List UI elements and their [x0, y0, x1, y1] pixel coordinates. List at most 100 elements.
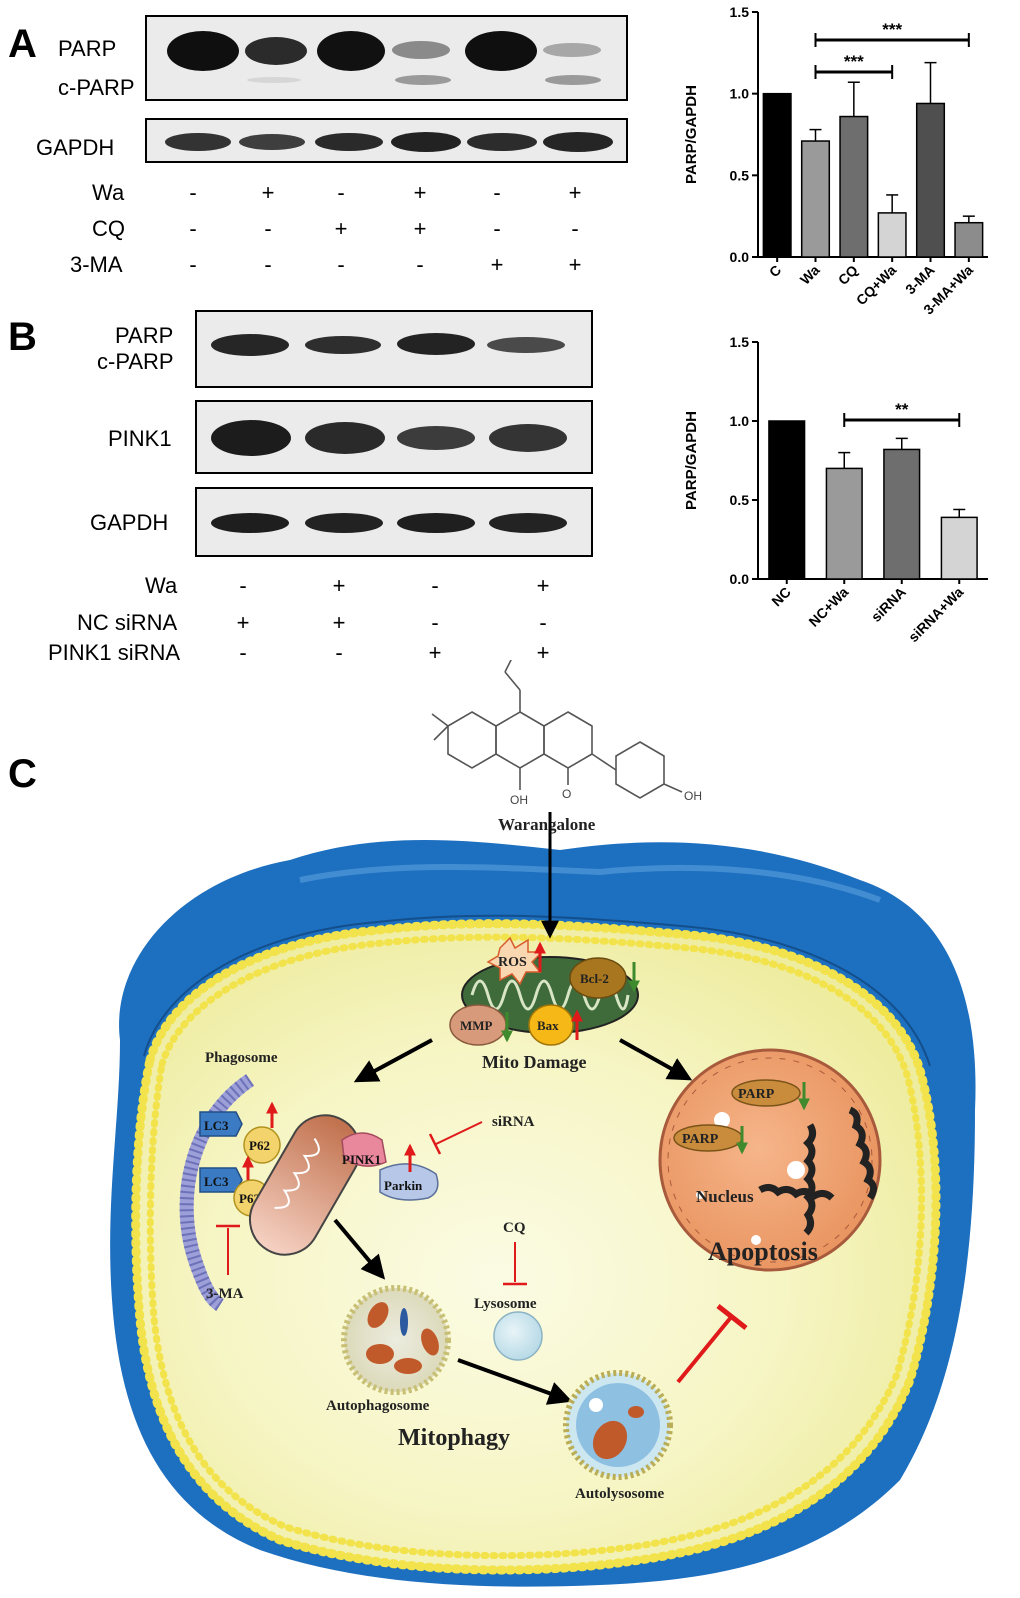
bar	[915, 102, 946, 258]
sign-b-wa-3: -	[431, 573, 439, 598]
sign-a-cq-1: -	[189, 216, 197, 241]
warangalone-label: Warangalone	[498, 815, 596, 834]
bar	[800, 140, 831, 258]
bar	[954, 221, 984, 258]
parp-label-1: PARP	[738, 1087, 775, 1102]
autophagosome-label: Autophagosome	[326, 1398, 430, 1414]
x-tick-label: siRNA	[868, 584, 909, 625]
x-tick-label: CQ+Wa	[853, 262, 900, 309]
western-blot-gapdh-b	[195, 487, 593, 557]
mito-damage-label: Mito Damage	[482, 1052, 586, 1072]
panel-a-letter: A	[8, 22, 37, 66]
sirna-label: siRNA	[492, 1114, 535, 1130]
western-blot-parp-b	[195, 310, 593, 388]
sign-a-wa-1: -	[189, 180, 197, 205]
ros-burst	[486, 936, 544, 986]
sign-b-wa-1: -	[239, 573, 247, 598]
y-tick-label: 1.0	[730, 86, 750, 102]
blot-label-parp-b: PARP	[115, 323, 174, 348]
bar	[762, 92, 792, 258]
bar-chart-b: PARP/GAPDH 0.0 0.5 1.0 1.5NC NC+Wa siRNAsiRNA+…	[683, 334, 988, 645]
y-tick-label: 1.5	[730, 334, 750, 350]
y-tick-label: 1.5	[730, 4, 750, 20]
western-blot-parp-a	[145, 15, 628, 101]
blot-label-cparp-a: c-PARP	[58, 75, 135, 100]
x-tick-label: siRNA+Wa	[905, 584, 966, 645]
three-ma-label: 3-MA	[206, 1286, 244, 1302]
autolysosome	[563, 1370, 673, 1480]
ros-label: ROS	[498, 955, 527, 970]
bcl2-label: Bcl-2	[580, 971, 609, 986]
sign-b-nc-3: -	[431, 610, 439, 635]
x-tick-label: C	[766, 262, 784, 280]
bar	[825, 467, 863, 580]
mitophagy-label: Mitophagy	[398, 1425, 510, 1451]
x-tick-label: NC	[768, 584, 794, 610]
sign-a-3ma-5: +	[490, 252, 504, 277]
sign-a-cq-5: -	[493, 216, 501, 241]
sign-a-wa-6: +	[568, 180, 582, 205]
sign-b-nc-2: +	[332, 610, 346, 635]
sign-a-wa-3: -	[337, 180, 345, 205]
condition-label-pink1-sirna-b: PINK1 siRNA	[48, 640, 181, 665]
panel-b-letter: B	[8, 315, 37, 359]
parp-label-2: PARP	[682, 1132, 719, 1147]
y-axis-label: PARP/GAPDH	[683, 411, 700, 510]
sign-a-cq-6: -	[571, 216, 579, 241]
nucleus	[658, 1048, 882, 1272]
sign-b-pink1-2: -	[335, 640, 343, 665]
o-label-1: O	[562, 787, 571, 801]
y-tick-label: 0.0	[730, 571, 750, 587]
sign-b-wa-2: +	[332, 573, 346, 598]
western-blot-pink1-b	[195, 400, 593, 474]
sign-b-pink1-3: +	[428, 640, 442, 665]
y-axis-label: PARP/GAPDH	[683, 85, 700, 184]
bar	[839, 115, 869, 258]
y-tick-label: 0.0	[730, 249, 750, 265]
sign-a-3ma-1: -	[189, 252, 197, 277]
lysosome	[493, 1311, 543, 1361]
blot-label-parp-a: PARP	[58, 36, 117, 61]
sign-b-nc-1: +	[236, 610, 250, 635]
lc3-label-2: LC3	[204, 1174, 229, 1189]
significance-stars: ***	[844, 52, 864, 71]
warangalone-structure	[431, 660, 683, 799]
sign-a-3ma-6: +	[568, 252, 582, 277]
sign-a-3ma-4: -	[416, 252, 424, 277]
significance-stars: **	[895, 400, 909, 419]
y-tick-label: 0.5	[730, 492, 750, 508]
autophagosome	[341, 1285, 451, 1395]
y-tick-label: 0.5	[730, 167, 750, 183]
bar	[883, 448, 921, 580]
blot-label-cparp-b: c-PARP	[97, 349, 174, 374]
oh-label-2: OH	[684, 789, 702, 803]
panel-c-letter: C	[8, 752, 37, 796]
y-tick-label: 1.0	[730, 413, 750, 429]
bar	[940, 516, 978, 580]
blot-label-gapdh-a: GAPDH	[36, 135, 115, 160]
parkin-label: Parkin	[384, 1178, 423, 1193]
mechanism-diagram: OH O OH Warangalone ROS Bcl-2 MMP Bax Mi…	[110, 660, 976, 1587]
bar	[877, 212, 907, 258]
condition-label-3ma-a: 3-MA	[70, 252, 123, 277]
apoptosis-label: Apoptosis	[708, 1237, 818, 1266]
condition-label-wa-a: Wa	[92, 180, 125, 205]
mmp-label: MMP	[460, 1018, 493, 1033]
sign-b-pink1-4: +	[536, 640, 550, 665]
condition-label-cq-a: CQ	[92, 216, 125, 241]
sign-b-pink1-1: -	[239, 640, 247, 665]
condition-label-wa-b: Wa	[145, 573, 178, 598]
x-tick-label: CQ	[835, 262, 861, 288]
sign-b-nc-4: -	[539, 610, 547, 635]
cell-outer-membrane-highlight	[299, 864, 882, 903]
x-tick-label: Wa	[797, 262, 823, 288]
pink1-label: PINK1	[342, 1152, 381, 1167]
significance-stars: ***	[882, 20, 902, 39]
x-tick-label: NC+Wa	[805, 584, 851, 630]
autolysosome-label: Autolysosome	[575, 1486, 665, 1502]
x-tick-label: 3-MA	[902, 262, 938, 298]
bax-label: Bax	[537, 1018, 559, 1033]
lc3-label-1: LC3	[204, 1118, 229, 1133]
sign-a-wa-4: +	[413, 180, 427, 205]
